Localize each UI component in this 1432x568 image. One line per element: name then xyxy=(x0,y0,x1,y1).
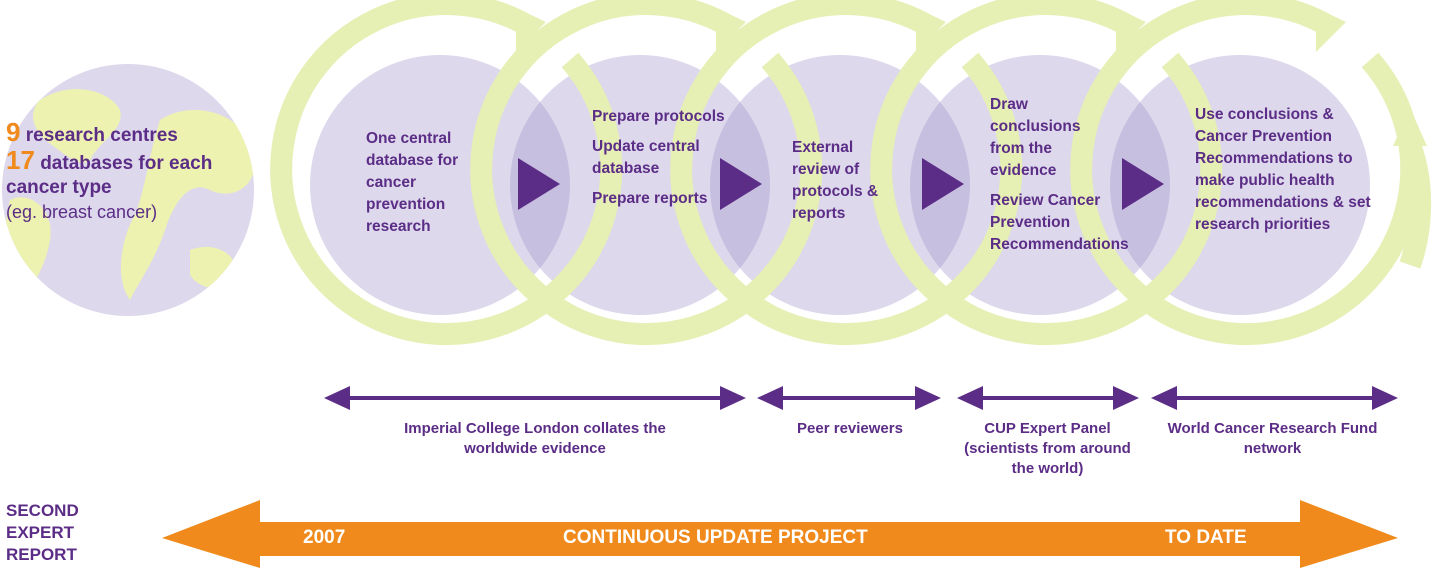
play-arrows xyxy=(518,158,1164,210)
step-text: One central database for cancer preventi… xyxy=(366,130,459,235)
step-text: Prepare reports xyxy=(592,190,708,207)
timeline-start-label: 2007 xyxy=(303,527,346,548)
cycle-ring-5 xyxy=(1070,0,1423,345)
stage-label-2: Peer reviewers xyxy=(797,420,903,437)
databases-count: 17 xyxy=(6,145,35,175)
databases-example: (eg. breast cancer) xyxy=(6,202,158,222)
timeline-end-label: TO DATE xyxy=(1165,527,1247,548)
stage-label-4: World Cancer Research Fund network xyxy=(1167,420,1378,457)
timeline-center-label: CONTINUOUS UPDATE PROJECT xyxy=(563,527,868,548)
research-centres-count: 9 xyxy=(6,117,21,147)
step-text: External review of protocols & reports xyxy=(792,139,879,222)
globe-summary: 9 research centres 17 databases for each… xyxy=(6,117,256,224)
databases-label: databases for each cancer type xyxy=(6,153,213,198)
play-icon xyxy=(720,158,762,210)
cycle-ring-tail xyxy=(1399,141,1432,269)
stage-label-1: Imperial College London collates the wor… xyxy=(404,420,666,457)
step-text: Update central database xyxy=(592,138,700,177)
step-circle-5 xyxy=(1110,55,1370,315)
step-label-3: External review of protocols & reports xyxy=(792,137,892,225)
cycle-ring-2 xyxy=(470,0,823,345)
step-text: Use conclusions & Cancer Prevention Reco… xyxy=(1195,106,1371,233)
step-label-1: One central database for cancer preventi… xyxy=(366,128,486,238)
research-centres-label: research centres xyxy=(25,125,178,146)
play-icon xyxy=(922,158,964,210)
step-label-2: Prepare protocols Update central databas… xyxy=(592,106,732,210)
timeline-arrow xyxy=(162,500,1398,568)
cycle-ring-4 xyxy=(870,0,1223,345)
cycle-ring-3 xyxy=(670,0,1023,345)
cycle-ring-1 xyxy=(270,0,623,345)
stage-label-3: CUP Expert Panel (scientists from around… xyxy=(964,420,1131,477)
cycle-rings xyxy=(270,0,1432,345)
play-icon xyxy=(1122,158,1164,210)
step-label-5: Use conclusions & Cancer Prevention Reco… xyxy=(1195,104,1385,236)
step-text: Review Cancer Prevention Recommendations xyxy=(990,192,1129,253)
play-icon xyxy=(518,158,560,210)
step-text: Draw conclusions from the evidence xyxy=(990,96,1081,179)
second-expert-report-label: SECOND EXPERT REPORT xyxy=(6,501,79,564)
ring-arrowheads xyxy=(516,8,1427,146)
step-label-4: Draw conclusions from the evidence Revie… xyxy=(990,94,1155,256)
step-text: Prepare protocols xyxy=(592,108,725,125)
stage-arrows xyxy=(324,386,1398,410)
